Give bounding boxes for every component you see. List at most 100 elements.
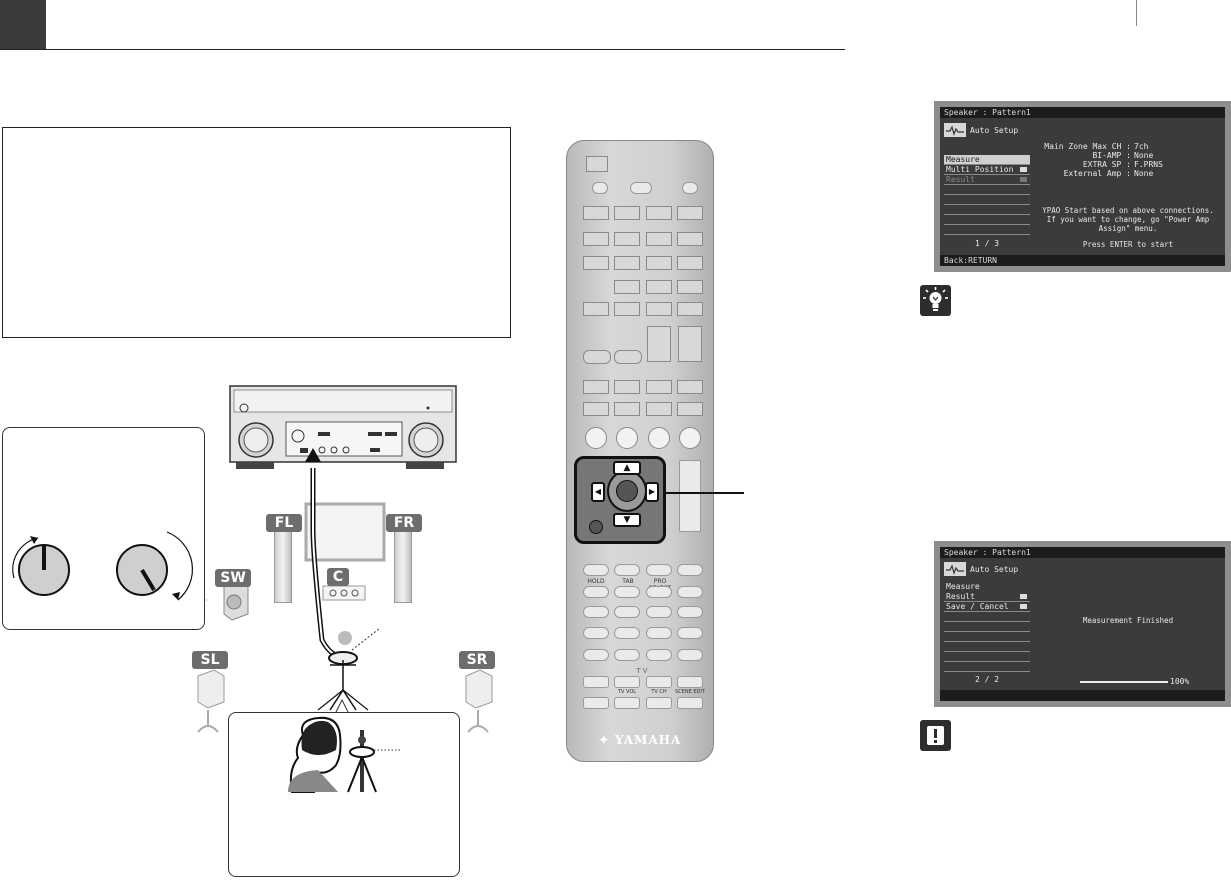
remote-scene-button[interactable] — [583, 402, 609, 416]
remote-return-button[interactable] — [589, 520, 603, 534]
remote-input-button[interactable] — [583, 206, 609, 220]
remote-input-button[interactable] — [646, 232, 672, 246]
speaker-sl — [197, 669, 225, 733]
osd1-page-indicator: 1 / 3 — [974, 239, 1000, 248]
remote-tv-ch-down-button[interactable] — [646, 697, 672, 709]
remote-scene-circle-button[interactable] — [585, 427, 607, 449]
remote-down-button[interactable]: ▼ — [613, 513, 641, 527]
remote-page-button[interactable] — [678, 326, 702, 362]
osd1-info-values: 7ch None F.PRNS None — [1134, 142, 1163, 178]
remote-tv-mute-button[interactable] — [583, 697, 609, 709]
osd1-menu-empty — [944, 215, 1030, 225]
remote-scene-circle-button[interactable] — [648, 427, 670, 449]
osd1-title: Speaker : Pattern1 — [944, 108, 1031, 117]
remote-input-button[interactable] — [583, 302, 609, 316]
remote-number-button[interactable] — [614, 606, 640, 618]
remote-tv-power-button[interactable] — [677, 676, 703, 688]
osd1-footer: Back:RETURN — [940, 255, 1225, 266]
remote-tv-vol-up-button[interactable] — [614, 676, 640, 688]
remote-left-button[interactable]: ◀ — [591, 482, 605, 502]
remote-source-switch[interactable] — [586, 156, 608, 172]
yamaha-logo-icon: ✦ — [598, 733, 610, 747]
remote-number-button[interactable] — [583, 649, 609, 661]
remote-input-button[interactable] — [677, 280, 703, 294]
remote-input-button[interactable] — [614, 206, 640, 220]
remote-power-button[interactable] — [630, 182, 652, 194]
osd2-menu-empty — [944, 642, 1030, 652]
osd1-menu-multi-position[interactable]: Multi Position — [944, 165, 1030, 175]
osd1-menu-empty — [944, 205, 1030, 215]
remote-volume-rocker[interactable] — [679, 460, 701, 532]
remote-number-button[interactable] — [646, 649, 672, 661]
remote-input-button[interactable] — [614, 280, 640, 294]
lightbulb-icon — [920, 285, 951, 316]
remote-number-button[interactable] — [614, 649, 640, 661]
remote-input-button[interactable] — [646, 206, 672, 220]
remote-input-button[interactable] — [614, 256, 640, 270]
remote-hold-button[interactable] — [583, 586, 609, 598]
osd2-menu-result[interactable]: Result — [944, 592, 1030, 602]
remote-number-button[interactable] — [583, 627, 609, 639]
remote-stop-button[interactable] — [614, 564, 640, 576]
remote-input-button[interactable] — [583, 232, 609, 246]
speaker-setup-illustration — [197, 385, 493, 733]
remote-enter-button[interactable] — [616, 480, 638, 502]
remote-tab-button[interactable] — [614, 586, 640, 598]
tv-screen — [304, 502, 386, 562]
remote-number-button[interactable] — [677, 649, 703, 661]
osd1-menu-empty — [944, 185, 1030, 195]
remote-input-button[interactable] — [677, 232, 703, 246]
remote-option-button[interactable] — [614, 350, 642, 364]
remote-number-button[interactable] — [677, 606, 703, 618]
osd1-menu-measure[interactable]: Measure — [944, 155, 1030, 165]
remote-tv-vol-label: TV VOL — [617, 689, 637, 695]
remote-input-button[interactable] — [614, 232, 640, 246]
remote-right-button[interactable]: ▶ — [645, 482, 659, 502]
remote-number-button[interactable] — [646, 627, 672, 639]
remote-scene-button[interactable] — [646, 402, 672, 416]
speaker-fr — [394, 527, 412, 603]
remote-tv-vol-down-button[interactable] — [614, 697, 640, 709]
remote-power-button[interactable] — [592, 182, 608, 194]
crossover-knob — [116, 531, 194, 601]
remote-number-button[interactable] — [614, 627, 640, 639]
remote-up-button[interactable]: ▲ — [613, 461, 641, 475]
remote-input-button[interactable] — [677, 256, 703, 270]
remote-input-button[interactable] — [614, 302, 640, 316]
remote-input-button[interactable] — [677, 206, 703, 220]
remote-scene-button[interactable] — [677, 402, 703, 416]
remote-play-button[interactable] — [677, 564, 703, 576]
remote-scene-edit-button[interactable] — [677, 697, 703, 709]
remote-input-button[interactable] — [646, 302, 672, 316]
remote-number-button[interactable] — [583, 606, 609, 618]
remote-pause-button[interactable] — [646, 564, 672, 576]
remote-scene-circle-button[interactable] — [679, 427, 701, 449]
remote-input-button[interactable] — [646, 256, 672, 270]
remote-tv-input-button[interactable] — [583, 676, 609, 688]
remote-scene-button[interactable] — [646, 380, 672, 394]
remote-volume-button[interactable] — [647, 326, 671, 362]
av-receiver — [229, 385, 457, 469]
remote-tv-ch-up-button[interactable] — [646, 676, 672, 688]
remote-scene-button[interactable] — [614, 380, 640, 394]
volume-knob — [12, 536, 70, 596]
remote-scene-button[interactable] — [583, 380, 609, 394]
remote-pro-select-button[interactable] — [646, 586, 672, 598]
remote-number-button[interactable] — [677, 627, 703, 639]
remote-scene-circle-button[interactable] — [616, 427, 638, 449]
remote-input-button[interactable] — [646, 280, 672, 294]
remote-option-button[interactable] — [583, 350, 611, 364]
osd2-menu-save-cancel[interactable]: Save / Cancel — [944, 602, 1030, 612]
remote-number-button[interactable] — [646, 606, 672, 618]
remote-input-button[interactable] — [583, 256, 609, 270]
remote-skip-button[interactable] — [677, 586, 703, 598]
remote-scene-button[interactable] — [614, 402, 640, 416]
osd2-title-bar: Speaker : Pattern1 — [940, 547, 1225, 558]
remote-input-button[interactable] — [677, 302, 703, 316]
label-fl: FL — [266, 514, 302, 532]
exclamation-icon — [920, 720, 951, 751]
remote-play-button[interactable] — [583, 564, 609, 576]
osd1-menu-result[interactable]: Result — [944, 175, 1030, 185]
remote-power-button[interactable] — [682, 182, 698, 194]
remote-scene-button[interactable] — [677, 380, 703, 394]
